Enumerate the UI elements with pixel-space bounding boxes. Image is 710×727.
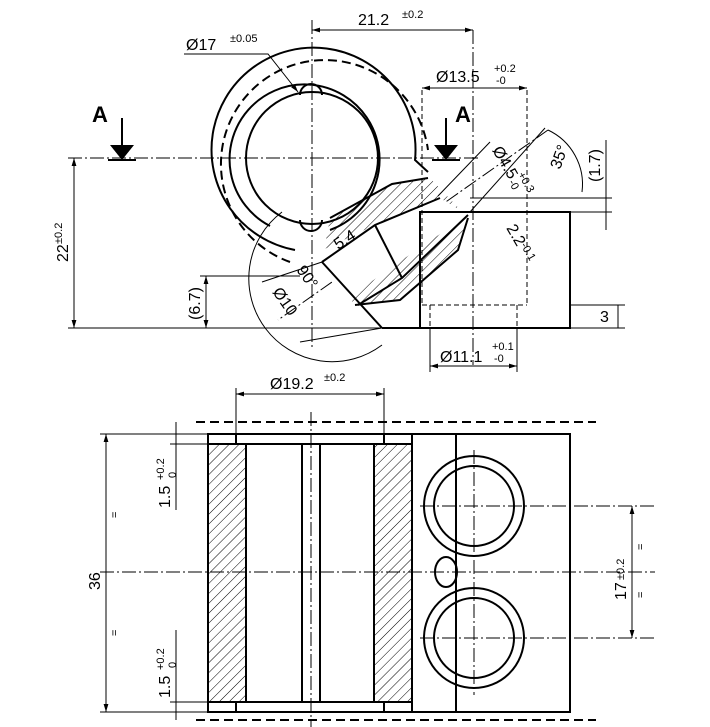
dim-dia-11-1-lo: -0 xyxy=(494,353,504,365)
dim-1-5a-lo: 0 xyxy=(167,472,179,478)
upper-bore-inner xyxy=(433,465,515,547)
equal-mark-upper: = xyxy=(109,512,121,518)
dim-dia-19-2-tol: ±0.2 xyxy=(324,372,345,384)
dim-dia-17: Ø17 xyxy=(186,37,216,54)
dim-6-7: (6.7) xyxy=(187,287,204,320)
channel-fill xyxy=(312,198,468,300)
dim-1-5a-up: +0.2 xyxy=(155,458,167,480)
dim-dia-13-5-lo: -0 xyxy=(496,75,506,87)
dim-dia-13-5-up: +0.2 xyxy=(494,63,516,75)
hatched-wall-left xyxy=(207,443,247,703)
equal-mark-right-lower: = xyxy=(635,592,647,598)
small-hole xyxy=(434,556,458,588)
cap-bottom xyxy=(235,701,385,713)
dim-1-5b: 1.5 xyxy=(157,676,174,698)
key-notch xyxy=(299,83,323,96)
bottom-view: Ø19.2 ±0.2 36 = = 1.5 +0.2 0 1.5 +0.2 0 xyxy=(87,372,655,727)
top-view: A A 21.2 ±0.2 Ø17 ±0.05 Ø13.5 +0.2 -0 Ø4… xyxy=(53,9,625,372)
lower-bore-inner xyxy=(433,597,515,679)
outer-dashed-arc xyxy=(219,59,429,263)
dim-1-5b-lo: 0 xyxy=(167,662,179,668)
channel-step xyxy=(374,224,403,279)
dim-1-7: (1.7) xyxy=(587,149,604,182)
angle-35: 35° xyxy=(548,143,572,172)
dim-dia-10: Ø10 xyxy=(269,285,300,320)
dim-2-2-tol: -0.1 xyxy=(518,241,538,263)
equal-mark-lower: = xyxy=(109,630,121,636)
dim-1-5b-up: +0.2 xyxy=(155,648,167,670)
lower-bore-outer xyxy=(423,587,525,689)
dim-22-tol: ±0.2 xyxy=(53,223,65,244)
section-label-left: A xyxy=(92,102,108,127)
body-arc xyxy=(210,46,429,251)
section-arrow-right xyxy=(434,145,458,160)
cap-top xyxy=(235,433,385,445)
equal-mark-right-upper: = xyxy=(635,544,647,550)
section-label-right: A xyxy=(455,102,471,127)
dim-17-tol: ±0.2 xyxy=(615,559,627,580)
dim-17: 17 xyxy=(613,582,630,600)
dim-dia-4-5-ext xyxy=(437,141,491,197)
angle-35-arc xyxy=(547,129,583,193)
bore-circle xyxy=(245,91,379,225)
dim-dia-11-1-up: +0.1 xyxy=(492,341,514,353)
dim-dia-10-ext xyxy=(261,261,323,283)
dim-dia-4-5-ext2 xyxy=(469,127,546,213)
section-arrow-left xyxy=(110,145,134,160)
dim-1-5a: 1.5 xyxy=(157,486,174,508)
dim-21-2-tol: ±0.2 xyxy=(402,9,423,21)
hatch-top-edge xyxy=(329,177,429,219)
upper-bore-outer xyxy=(423,455,525,557)
nose-edge xyxy=(321,261,383,329)
dim-21-2: 21.2 xyxy=(358,12,389,29)
key-notch-bottom xyxy=(299,219,323,232)
hatched-wall-right xyxy=(373,443,413,703)
dim-dia-19-2: Ø19.2 xyxy=(270,376,314,393)
hatch-bottom-edge xyxy=(354,217,469,306)
dim-dia-11-1: Ø11.1 xyxy=(440,349,483,366)
dim-36: 36 xyxy=(87,572,104,590)
dim-dia-17-tol: ±0.05 xyxy=(230,33,257,45)
right-block xyxy=(419,211,571,329)
dim-dia-13-5: Ø13.5 xyxy=(436,69,480,86)
dim-dia-17-leader xyxy=(184,53,299,93)
dim-22: 22 xyxy=(55,244,72,262)
dim-dia-10-ext2 xyxy=(299,327,383,343)
dim-3: 3 xyxy=(600,309,609,326)
